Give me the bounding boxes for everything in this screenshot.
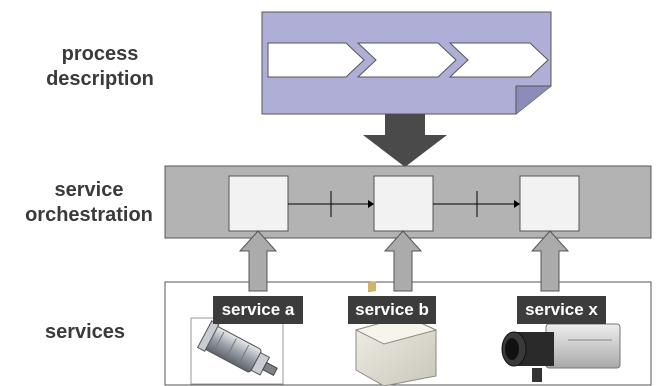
orchestration-label-line-1: service [54,179,124,201]
services-label: services [44,321,126,343]
service-x-tag: service x [517,296,606,324]
servo-motor-icon [190,317,284,385]
orchestration-box-x [519,175,580,232]
orchestration-box-a [228,175,289,232]
service-a-tag: service a [213,296,303,324]
process-label-line-2: description [46,68,154,90]
connector-b-x [433,191,520,217]
process-step-chevron-1 [267,42,365,78]
service-b-up-arrow [383,230,423,292]
rfid-reader-icon [354,281,438,386]
service-x-up-arrow [530,230,570,292]
service-a-up-arrow [238,230,278,292]
service-b-tag: service b [348,296,436,324]
process-step-chevron-3 [448,42,549,78]
connector-a-b [288,191,374,217]
camera-icon [501,322,621,382]
process-label-line-1: process [61,43,139,65]
service-orchestration-label: service orchestration [4,178,174,228]
process-description-label: process description [20,42,180,92]
process-step-chevron-2 [356,42,457,78]
process-to-orchestration-arrow [363,114,447,167]
orchestration-box-b [373,175,434,232]
orchestration-label-line-2: orchestration [25,204,153,226]
